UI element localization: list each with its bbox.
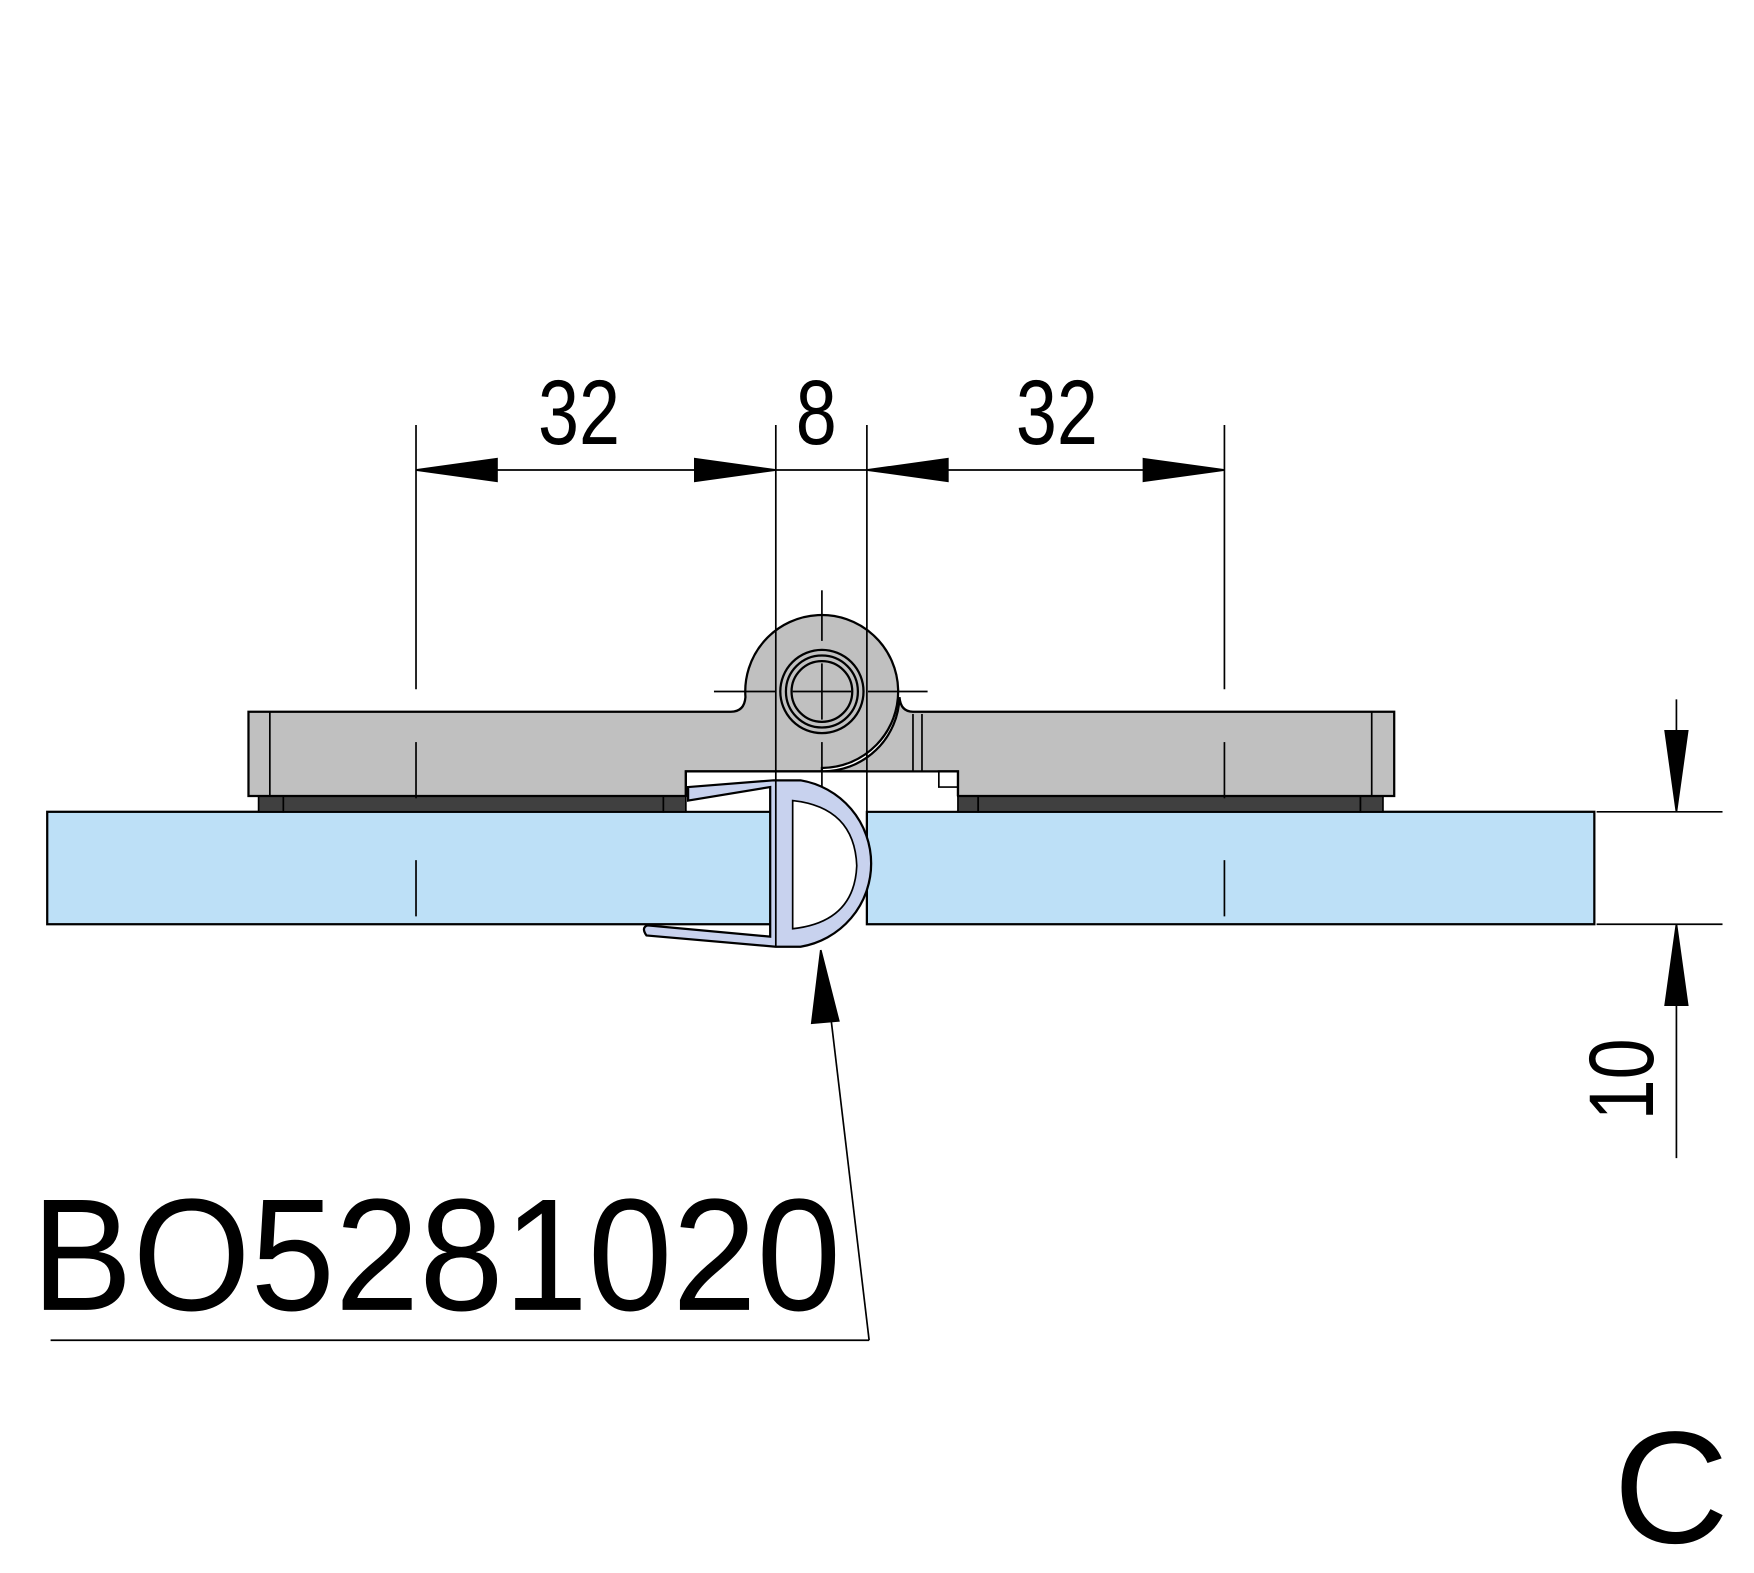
dimension-gap: 8 [796,360,837,464]
hinge-plate-left [247,613,900,798]
hinge-pin [779,648,865,735]
gasket-right [957,795,1384,813]
dimension-line-horizontal [415,457,1225,483]
glass-panel-left [46,810,777,926]
extension-lines [415,425,1723,947]
part-leader [50,949,870,1342]
gasket-left [257,795,687,813]
dimension-line-vertical [1664,699,1689,1159]
part-number: BO5281020 [31,1165,841,1344]
dimension-left-plate: 32 [538,360,620,464]
glass-panel-right [865,810,1596,926]
dimension-right-plate: 32 [1016,360,1098,464]
dimension-glass-thickness: 10 [1569,1038,1673,1120]
view-label: C [1613,1398,1728,1573]
